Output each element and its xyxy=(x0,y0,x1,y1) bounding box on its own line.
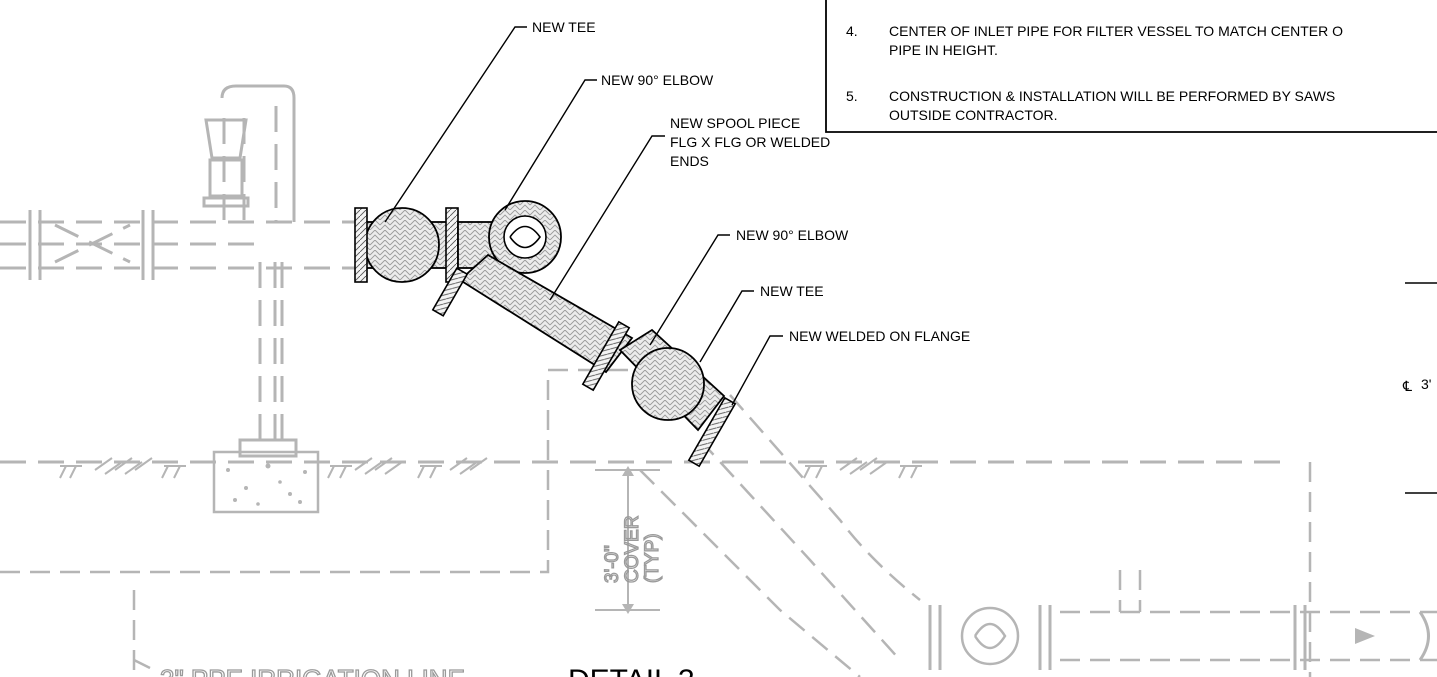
cover-dimension-line2: (TYP) xyxy=(642,533,663,583)
note-5: 5. CONSTRUCTION & INSTALLATION WILL BE P… xyxy=(846,88,1335,123)
note-5-number: 5. xyxy=(846,88,858,104)
label-spool-line2: FLG X FLG OR WELDED xyxy=(670,134,830,150)
irrigation-line-label: 3" PPE IRRIGATION LINE xyxy=(160,664,465,677)
label-new-tee-top: NEW TEE xyxy=(532,19,596,35)
leader-lines xyxy=(384,26,783,406)
note-5-line1: CONSTRUCTION & INSTALLATION WILL BE PERF… xyxy=(889,88,1335,104)
notes-box: 4. CENTER OF INLET PIPE FOR FILTER VESSE… xyxy=(825,0,1437,133)
note-4-line1: CENTER OF INLET PIPE FOR FILTER VESSEL T… xyxy=(889,23,1343,39)
label-new-tee-mid: NEW TEE xyxy=(760,283,824,299)
centerline-value: 3' xyxy=(1421,376,1431,392)
note-4: 4. CENTER OF INLET PIPE FOR FILTER VESSE… xyxy=(846,23,1343,58)
note-5-line2: OUTSIDE CONTRACTOR. xyxy=(889,107,1058,123)
label-spool-line3: ENDS xyxy=(670,153,709,169)
callouts: NEW TEE NEW 90° ELBOW NEW SPOOL PIECE FL… xyxy=(532,19,970,344)
note-4-number: 4. xyxy=(846,23,858,39)
centerline-note: ℄ 3' xyxy=(1402,376,1431,394)
label-new-elbow-top: NEW 90° ELBOW xyxy=(601,72,714,88)
label-new-elbow-mid: NEW 90° ELBOW xyxy=(736,227,849,243)
existing-piping-left xyxy=(0,84,360,514)
label-spool-line1: NEW SPOOL PIECE xyxy=(670,115,800,131)
detail-title: DETAIL 3 xyxy=(568,664,695,677)
cover-dimension: 3'-0" COVER (TYP) xyxy=(601,515,663,584)
centerline-symbol: ℄ xyxy=(1402,378,1412,394)
new-piping xyxy=(354,200,737,468)
note-4-line2: PIPE IN HEIGHT. xyxy=(889,42,998,58)
cover-dimension-value: 3'-0" xyxy=(602,545,623,583)
existing-below-grade xyxy=(0,282,1437,677)
cover-dimension-line1: COVER xyxy=(622,515,643,583)
label-new-welded-flange: NEW WELDED ON FLANGE xyxy=(789,328,970,344)
ground-line xyxy=(0,457,1290,479)
